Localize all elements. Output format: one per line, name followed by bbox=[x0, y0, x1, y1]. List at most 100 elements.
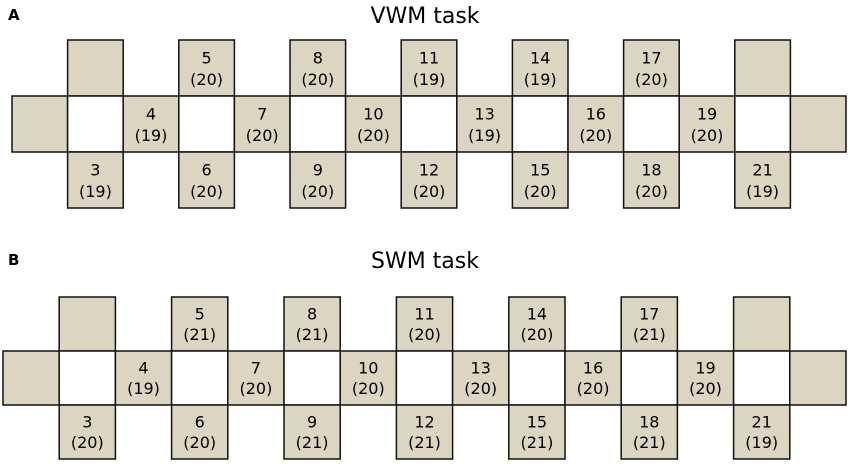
cell-box bbox=[66, 39, 124, 97]
middle-row-cell-3 bbox=[170, 350, 229, 406]
middle-row-cell-4: 7(20) bbox=[233, 95, 291, 153]
cell-label: 5 bbox=[195, 305, 205, 324]
cell-label: 8 bbox=[313, 49, 323, 68]
cell-label: 11 bbox=[419, 49, 439, 68]
cell-label: 7 bbox=[251, 359, 261, 378]
cell-count: (19) bbox=[413, 70, 446, 89]
cell-label: 10 bbox=[363, 105, 383, 124]
cell-label: 12 bbox=[414, 413, 434, 432]
cell-box bbox=[734, 151, 792, 209]
cell-box bbox=[508, 404, 566, 460]
cell-label: 4 bbox=[138, 359, 148, 378]
middle-row-cell-9 bbox=[511, 95, 569, 153]
cell-label: 15 bbox=[530, 161, 550, 180]
cell-count: (20) bbox=[301, 70, 334, 89]
panel-title: VWM task bbox=[370, 4, 480, 29]
cell-box bbox=[289, 39, 347, 97]
middle-row-cell-8: 13(20) bbox=[451, 350, 510, 406]
cell-count: (19) bbox=[127, 379, 160, 398]
cell-label: 14 bbox=[527, 305, 547, 324]
cell-box bbox=[58, 296, 117, 352]
cell-count: (21) bbox=[183, 325, 216, 344]
middle-row-cell-10: 16(20) bbox=[564, 350, 622, 406]
middle-row-cell-14 bbox=[789, 95, 847, 153]
top-row-cell-5: 17(21) bbox=[620, 296, 679, 352]
top-row-cell-6 bbox=[734, 39, 792, 97]
middle-row-cell-9 bbox=[508, 350, 566, 406]
cell-count: (20) bbox=[183, 433, 216, 452]
cell-label: 18 bbox=[639, 413, 659, 432]
cell-label: 6 bbox=[195, 413, 205, 432]
cell-count: (20) bbox=[408, 325, 441, 344]
bottom-row-cell-6: 21(19) bbox=[734, 151, 792, 209]
cell-count: (19) bbox=[745, 433, 778, 452]
cell-count: (20) bbox=[301, 182, 334, 201]
cell-box bbox=[732, 296, 791, 352]
bottom-row-cell-2: 9(21) bbox=[283, 404, 341, 460]
cell-box bbox=[178, 95, 236, 153]
cell-count: (20) bbox=[524, 182, 557, 201]
cell-count: (20) bbox=[520, 325, 553, 344]
cell-box bbox=[789, 95, 847, 153]
cell-label: 10 bbox=[358, 359, 378, 378]
cell-label: 14 bbox=[530, 49, 550, 68]
cell-count: (20) bbox=[246, 126, 279, 145]
cell-box bbox=[178, 39, 236, 97]
panel-title: SWM task bbox=[370, 249, 479, 274]
cell-count: (20) bbox=[464, 379, 497, 398]
cell-box bbox=[622, 151, 680, 209]
panel-vwm: A VWM task 5(20)8(20)11(19)14(19)17(20)4… bbox=[0, 0, 850, 220]
cell-box bbox=[233, 95, 291, 153]
cell-count: (19) bbox=[135, 126, 168, 145]
middle-row-cell-10: 16(20) bbox=[567, 95, 625, 153]
top-row-cell-4: 14(19) bbox=[511, 39, 569, 97]
top-row-cell-2: 8 (20) bbox=[289, 39, 347, 97]
cell-box bbox=[734, 39, 792, 97]
panel-letter: A bbox=[8, 6, 20, 24]
top-row-cell-1: 5(21) bbox=[170, 296, 229, 352]
middle-row-cell-0 bbox=[2, 350, 60, 406]
middle-row-cell-14 bbox=[789, 350, 847, 406]
cell-count: (21) bbox=[408, 433, 441, 452]
middle-row-cell-5 bbox=[289, 95, 347, 153]
cell-label: 6 bbox=[202, 161, 212, 180]
cell-box bbox=[66, 151, 124, 209]
cell-box bbox=[511, 95, 569, 153]
bottom-row-cell-6: 21(19) bbox=[732, 404, 791, 460]
cell-count: (20) bbox=[413, 182, 446, 201]
middle-row-cell-8: 13(19) bbox=[456, 95, 514, 153]
cell-box bbox=[66, 95, 124, 153]
bottom-row-cell-0: 3(20) bbox=[58, 404, 117, 460]
cell-box bbox=[289, 95, 347, 153]
bottom-row-cell-0: 3(19) bbox=[66, 151, 124, 209]
middle-row-cell-2: 4(19) bbox=[114, 350, 173, 406]
cell-count: (21) bbox=[633, 325, 666, 344]
bottom-row-cell-4: 15(21) bbox=[508, 404, 566, 460]
middle-row-cell-5 bbox=[283, 350, 341, 406]
cell-box bbox=[400, 95, 458, 153]
bottom-row-cell-1: 6(20) bbox=[170, 404, 229, 460]
bottom-row-cell-1: 6 (20) bbox=[178, 151, 236, 209]
middle-row-cell-12: 19(20) bbox=[676, 350, 735, 406]
cell-box bbox=[395, 404, 454, 460]
cell-box bbox=[283, 350, 341, 406]
middle-row-cell-6: 10(20) bbox=[339, 350, 398, 406]
top-row-cell-0 bbox=[66, 39, 124, 97]
middle-row-cell-12: 19(20) bbox=[678, 95, 736, 153]
cell-box bbox=[734, 95, 792, 153]
cell-box bbox=[344, 95, 402, 153]
cell-box bbox=[170, 404, 229, 460]
cell-box bbox=[170, 350, 229, 406]
middle-row-cell-2: 4(19) bbox=[122, 95, 180, 153]
cell-count: (20) bbox=[579, 126, 612, 145]
cell-box bbox=[11, 95, 69, 153]
cell-box bbox=[622, 95, 680, 153]
cell-label: 3 bbox=[90, 161, 100, 180]
cell-box bbox=[400, 39, 458, 97]
cell-label: 12 bbox=[419, 161, 439, 180]
cell-count: (20) bbox=[190, 182, 223, 201]
cell-label: 11 bbox=[414, 305, 434, 324]
top-row-cell-2: 8(21) bbox=[283, 296, 341, 352]
cell-count: (21) bbox=[520, 433, 553, 452]
cell-box bbox=[395, 350, 454, 406]
